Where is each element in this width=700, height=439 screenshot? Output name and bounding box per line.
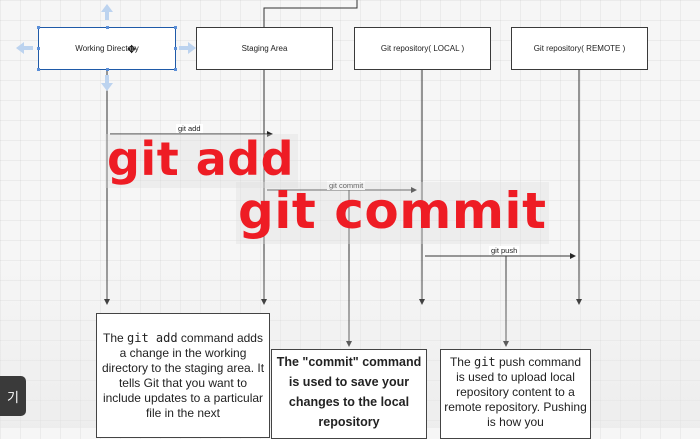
resize-handle[interactable] xyxy=(106,68,109,71)
node-label: Git repository( REMOTE ) xyxy=(533,44,626,53)
node-git-repository-local[interactable]: Git repository( LOCAL ) xyxy=(354,27,491,70)
arrow-up-handle[interactable] xyxy=(101,4,113,20)
node-git-repository-remote[interactable]: Git repository( REMOTE ) xyxy=(511,27,648,70)
note-git-add: The git add command adds a change in the… xyxy=(96,313,270,438)
node-label: Git repository( LOCAL ) xyxy=(380,44,465,53)
arrow-right-handle[interactable] xyxy=(179,42,196,54)
note-text: The "commit" command is used to save you… xyxy=(276,355,422,429)
node-working-directory[interactable]: Working Directory ✥ xyxy=(37,26,177,71)
arrow-left-handle[interactable] xyxy=(16,42,33,54)
arrow-label-git-push: git push xyxy=(489,246,520,255)
node-label: Working Directory xyxy=(75,44,139,53)
move-cursor-icon: ✥ xyxy=(127,44,137,56)
side-button-label: 기 xyxy=(7,390,19,406)
node-label: Staging Area xyxy=(241,44,288,53)
inline-code: git add xyxy=(127,331,178,345)
diagram-canvas xyxy=(16,0,582,347)
note-text-pre: The xyxy=(449,355,474,369)
resize-handle[interactable] xyxy=(37,47,40,50)
note-git-commit: The "commit" command is used to save you… xyxy=(271,349,427,439)
top-connector xyxy=(263,0,358,27)
note-text-pre: The xyxy=(103,331,128,345)
arrow-down-handle[interactable] xyxy=(101,75,113,91)
note-git-push: The git push command is used to upload l… xyxy=(440,349,591,439)
resize-handle[interactable] xyxy=(174,68,177,71)
note-text-post: command adds a change in the working dir… xyxy=(101,331,265,420)
inline-code: git xyxy=(473,355,496,369)
arrow-label-git-add: git add xyxy=(176,124,203,133)
resize-handle[interactable] xyxy=(37,68,40,71)
node-staging-area[interactable]: Staging Area xyxy=(196,27,333,70)
resize-handle[interactable] xyxy=(174,26,177,29)
resize-handle[interactable] xyxy=(174,47,177,50)
note-text-post: push command is used to upload local rep… xyxy=(444,355,587,429)
side-toggle-button[interactable]: 기 xyxy=(0,376,26,416)
overlay-git-add: git add xyxy=(105,134,299,188)
resize-handle[interactable] xyxy=(37,26,40,29)
selection-move-arrows[interactable] xyxy=(16,4,196,91)
resize-handle[interactable] xyxy=(106,26,109,29)
overlay-git-commit: git commit xyxy=(236,182,550,244)
arrow-label-git-commit: git commit xyxy=(327,181,366,190)
